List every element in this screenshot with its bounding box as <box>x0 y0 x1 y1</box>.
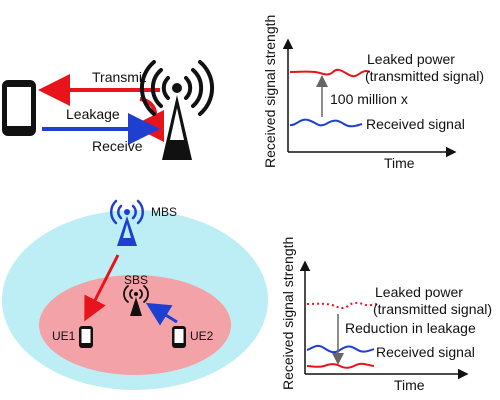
mbs-to-ue1-arrow <box>84 254 120 322</box>
mbs-label: MBS <box>151 205 177 219</box>
ue1-label: UE1 <box>52 329 76 343</box>
receive-label: Receive <box>92 138 143 154</box>
top-chart: Received signal strength Time Leaked pow… <box>262 15 484 171</box>
sbs-label: SBS <box>124 273 148 287</box>
macro-base-station-icon <box>109 199 145 246</box>
small-base-station-icon <box>123 285 149 316</box>
duplex-diagram: Transmit Leakage Receive <box>2 60 215 160</box>
top-chart-ylabel: Received signal strength <box>262 15 278 168</box>
bottom-chart-xlabel: Time <box>394 377 425 393</box>
bottom-chart: Received signal strength Time Leaked pow… <box>280 237 492 393</box>
top-ratio-label: 100 million x <box>330 91 408 107</box>
top-leaked-label-line2: (transmitted signal) <box>365 68 484 84</box>
bottom-chart-ylabel: Received signal strength <box>280 237 296 390</box>
reduction-label: Reduction in leakage <box>345 320 476 336</box>
ue2-label: UE2 <box>190 329 214 343</box>
cell-tower-icon <box>139 60 215 160</box>
small-cell-area <box>39 275 231 375</box>
top-leaked-power-line <box>289 68 371 78</box>
bottom-leaked-power-dotted-line <box>306 301 379 309</box>
smartphone-icon <box>2 80 36 136</box>
transmit-label: Transmit <box>92 69 146 85</box>
bottom-received-label: Received signal <box>376 344 475 360</box>
bottom-leaked-power-line <box>306 362 375 369</box>
ue2-to-sbs-arrow <box>145 302 178 326</box>
bottom-received-signal-line <box>306 344 375 354</box>
bottom-leaked-label-line2: (transmitted signal) <box>373 301 492 317</box>
top-leaked-label-line1: Leaked power <box>367 51 455 67</box>
leakage-label: Leakage <box>66 106 120 122</box>
bottom-leaked-label-line1: Leaked power <box>375 284 463 300</box>
ue1-phone-icon <box>79 326 93 348</box>
top-received-signal-line <box>289 118 363 128</box>
top-received-label: Received signal <box>366 116 465 132</box>
network-diagram: MBS SBS UE1 UE2 <box>2 199 268 390</box>
top-chart-xlabel: Time <box>384 155 415 171</box>
ue2-phone-icon <box>172 326 186 348</box>
